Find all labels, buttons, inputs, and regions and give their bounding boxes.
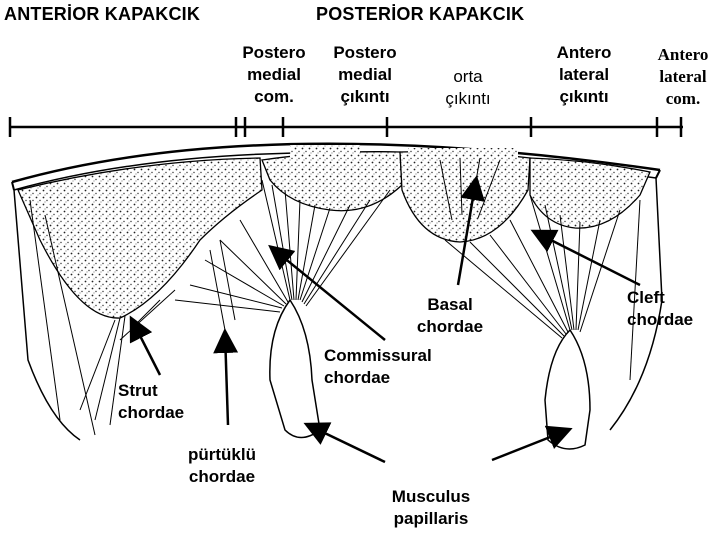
label-musculus-papillaris: Musculus papillaris xyxy=(376,486,486,530)
label-basal-chordae: Basal chordae xyxy=(414,294,486,338)
posterior-scallop-middle xyxy=(400,152,530,242)
papillary-muscle-left xyxy=(270,300,320,438)
arrow-strut xyxy=(132,320,160,375)
arrow-cleft xyxy=(535,232,640,285)
label-purtuklu-chordae: pürtüklü chordae xyxy=(172,444,272,488)
label-strut-chordae: Strut chordae xyxy=(118,380,208,424)
label-commissural-chordae: Commissural chordae xyxy=(324,345,464,389)
arrow-musculus-left xyxy=(308,425,385,462)
segment-scale-bar xyxy=(10,117,683,137)
label-cleft-chordae: Cleft chordae xyxy=(627,287,717,331)
arrow-purtuklu xyxy=(225,333,228,425)
